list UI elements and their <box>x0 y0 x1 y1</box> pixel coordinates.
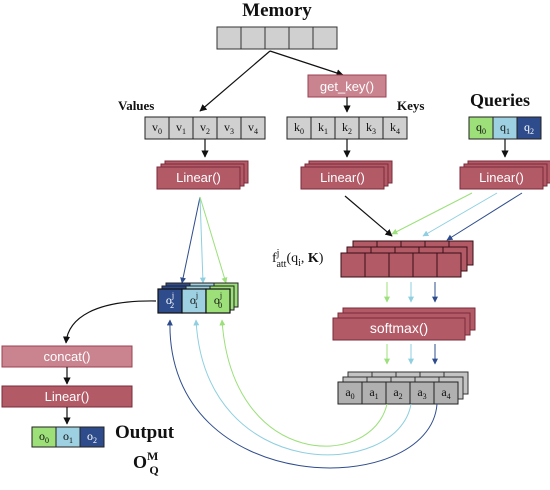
arrow-memory-to-getkey <box>269 50 344 77</box>
attention-cell-label: a2 <box>393 385 402 401</box>
linear-layer <box>300 166 385 190</box>
arrow-q0-to-fatt <box>391 192 473 235</box>
key-cell-label: k1 <box>318 120 328 136</box>
keys-row: k0 k1 k2 k3 k4 <box>286 116 408 140</box>
arrow-attn-to-o2 <box>166 319 438 469</box>
value-cell-label: v0 <box>152 120 162 136</box>
arrow-memory-to-values <box>199 50 271 112</box>
memory-cell <box>216 26 242 50</box>
keys-label: Keys <box>397 98 424 113</box>
linear-label: Linear() <box>176 170 221 185</box>
output-label: Output <box>115 422 175 443</box>
fatt-cell <box>436 252 462 278</box>
softmax-stack: softmax() <box>332 307 476 341</box>
memory-cell <box>288 26 314 50</box>
query-cell <box>516 116 542 140</box>
arrow-q1-to-fatt <box>422 192 498 237</box>
attention-cell-label: a0 <box>345 385 354 401</box>
linear-layer <box>156 166 241 190</box>
value-cell-label: v2 <box>200 120 210 136</box>
fatt-cell <box>340 252 366 278</box>
arrow-value-to-o1 <box>199 196 206 284</box>
attention-weights-stack: a0 a1 a2 a3 a4 <box>337 371 469 405</box>
queries-label: Queries <box>470 90 530 110</box>
memory-cell <box>264 26 290 50</box>
memory-cell <box>240 26 266 50</box>
arrow-value-to-o0 <box>199 196 228 284</box>
output-linear-label: Linear() <box>45 389 90 404</box>
fatt-layer-border <box>340 252 462 278</box>
key-cell-label: k0 <box>294 120 304 136</box>
softmax-layer <box>332 317 466 341</box>
memory-cell <box>312 26 338 50</box>
key-cell-label: k2 <box>342 120 352 136</box>
head-output-cell <box>181 288 207 314</box>
linear-queries-stack: Linear() <box>459 160 550 190</box>
fatt-score-stack <box>340 240 474 278</box>
value-cell-label: v1 <box>176 120 186 136</box>
final-output-cell-label: o1 <box>63 429 73 445</box>
attention-cell <box>433 381 459 405</box>
value-cell-label: v4 <box>248 120 258 136</box>
arrow-heads-to-concat <box>62 300 157 344</box>
key-cell <box>382 116 408 140</box>
value-cell <box>240 116 266 140</box>
fatt-cell <box>412 252 438 278</box>
fatt-cell <box>364 252 390 278</box>
head-output-cell <box>157 288 183 314</box>
arrow-value-to-o2 <box>180 196 201 284</box>
memory-block <box>216 26 338 50</box>
final-output-row: o0 o1 o2 <box>31 426 105 448</box>
concat-label: concat() <box>44 349 91 364</box>
arrow-attn-to-o1 <box>193 319 412 456</box>
linear-layer <box>459 166 544 190</box>
queries-row: q0 q1 q2 <box>468 116 542 140</box>
linear-label: Linear() <box>479 170 524 185</box>
attention-cell-label: a3 <box>417 385 426 401</box>
memory-title: Memory <box>242 0 312 21</box>
value-cell-label: v3 <box>224 120 234 136</box>
head-output-cell <box>205 288 231 314</box>
values-row: v0 v1 v2 v3 v4 <box>144 116 266 140</box>
key-cell-label: k4 <box>390 120 400 136</box>
fatt-layer <box>340 252 462 278</box>
attention-cell-label: a1 <box>369 385 378 401</box>
final-output-cell <box>79 426 105 448</box>
query-cell-label: q2 <box>524 120 534 136</box>
arrow-keys-to-fatt <box>344 195 393 237</box>
linear-values-stack: Linear() <box>156 160 249 190</box>
softmax-label: softmax() <box>370 320 428 336</box>
linear-keys-stack: Linear() <box>300 160 393 190</box>
get-key-label: get_key() <box>320 79 374 94</box>
attention-cell-label: a4 <box>441 385 450 401</box>
fatt-cell <box>388 252 414 278</box>
query-cell-label: q0 <box>476 120 486 136</box>
query-cell-label: q1 <box>500 120 510 136</box>
key-cell-label: k3 <box>366 120 376 136</box>
arrow-attn-to-o0 <box>219 319 388 447</box>
linear-label: Linear() <box>320 170 365 185</box>
values-label: Values <box>118 98 154 113</box>
arrow-q2-to-fatt <box>446 192 523 241</box>
final-output-cell-label: o0 <box>39 429 49 445</box>
final-output-cell-label: o2 <box>87 429 97 445</box>
